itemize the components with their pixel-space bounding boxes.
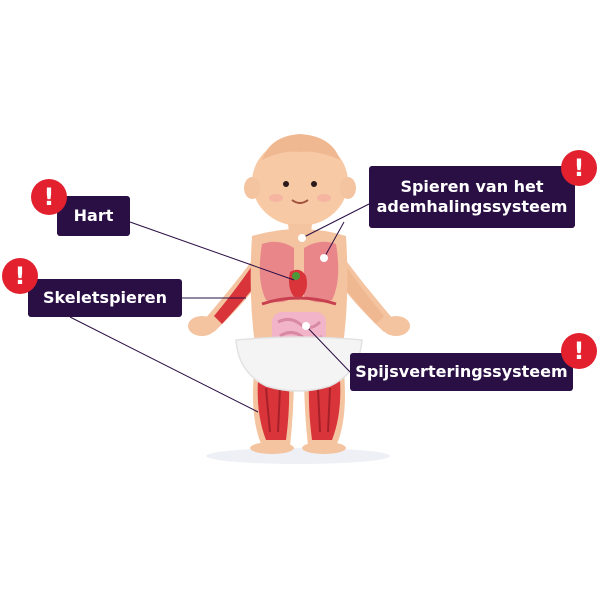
connector-dots — [298, 234, 328, 330]
alert-icon: ! — [2, 258, 38, 294]
label-ademhaling-line1: Spieren van het — [400, 177, 544, 196]
connector-ademhaling-a — [301, 203, 370, 239]
connector-ademhaling-b — [323, 221, 345, 259]
alert-icon: ! — [561, 333, 597, 369]
arms — [188, 258, 410, 336]
alert-icon: ! — [561, 150, 597, 186]
connector-skeletspieren-leg — [69, 316, 259, 413]
diaper — [235, 336, 363, 392]
head — [244, 134, 356, 240]
label-ademhaling-line2: ademhalingssysteem — [376, 197, 568, 216]
internal-organs — [259, 241, 339, 350]
label-skeletspieren-text: Skeletspieren — [42, 288, 167, 307]
connector-spijsvertering — [305, 325, 351, 373]
label-skeletspieren: Skeletspieren — [28, 279, 182, 317]
alert-icon: ! — [31, 179, 67, 215]
legs — [250, 372, 346, 454]
label-hart: Hart — [57, 196, 130, 236]
label-spijsvertering: Spijsverteringssysteem — [350, 353, 573, 391]
ground-shadow — [206, 448, 390, 464]
label-spijsvertering-text: Spijsverteringssysteem — [355, 362, 568, 381]
connector-lines — [69, 203, 370, 413]
label-hart-text: Hart — [73, 206, 114, 225]
connector-hart — [129, 221, 295, 281]
label-ademhalingsspieren: Spieren van het ademhalingssysteem — [369, 166, 575, 228]
